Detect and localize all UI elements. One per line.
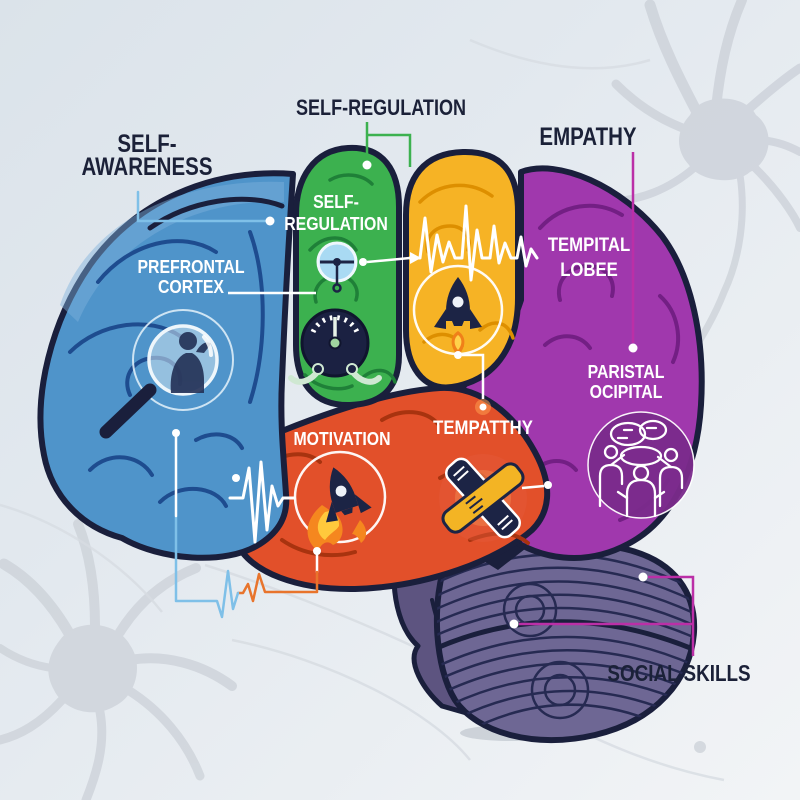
parietal-lobe-yellow	[403, 148, 521, 391]
blue-gyri	[68, 196, 285, 508]
motivation-label: MOTIVATION	[293, 429, 391, 449]
social-skills-connector	[509, 572, 695, 656]
heartbeat-line-yellow	[408, 204, 539, 282]
tempital-line1: TEMPITAL	[547, 235, 631, 256]
empathy-title: EMPATHY	[539, 123, 637, 151]
paristal-ocipital-label: PARISTAL OCIPITAL	[588, 362, 665, 402]
prefrontal-cortex-label: PREFRONTAL CORTEX	[137, 257, 244, 297]
self-awareness-connector	[136, 190, 275, 226]
ekg-bottom-connector	[172, 429, 321, 619]
neuron-decoration-top-right	[610, 0, 800, 360]
rocket-flame-icon-red	[293, 450, 387, 551]
tempital-lobee-label: TEMPITAL LOBEE	[548, 233, 630, 283]
paristal-line1: PARISTAL	[587, 362, 665, 382]
tempatthy-connector	[454, 351, 491, 415]
group-discussion-icon	[587, 411, 695, 519]
self-awareness-line2: AWARENESS	[81, 153, 213, 181]
social-skills-title: SOCIAL SKILLS	[607, 660, 751, 686]
self-awareness-line1: SELF-	[117, 130, 177, 158]
self-regulation-region-label: SELF- REGULATION	[284, 191, 388, 235]
self-regulation-connector	[362, 122, 412, 170]
prefrontal-line1: PREFRONTAL	[137, 257, 245, 277]
cerebellum-folds	[436, 553, 695, 733]
self-regulation-title: SELF-REGULATION	[295, 95, 467, 120]
self-awareness-title: SELF- AWARENESS	[81, 130, 213, 181]
empathy-connector	[628, 152, 638, 353]
magnifier-person-icon	[99, 309, 234, 439]
cerebellum	[433, 538, 698, 744]
neuron-decoration-bottom-left	[0, 519, 706, 800]
heartbeat-line-red	[228, 460, 296, 544]
mini-gauge-icon	[316, 241, 421, 293]
tempital-line2: LOBEE	[560, 260, 618, 281]
selfreg-line1: SELF-	[313, 192, 359, 212]
paristal-line2: OCIPITAL	[589, 382, 663, 402]
handshake-icon	[439, 454, 552, 542]
gauge-icon	[288, 308, 382, 385]
tempatthy-label: TEMPATTHY	[433, 418, 533, 439]
selfreg-line2: REGULATION	[284, 214, 388, 234]
prefrontal-line2: CORTEX	[157, 277, 225, 297]
